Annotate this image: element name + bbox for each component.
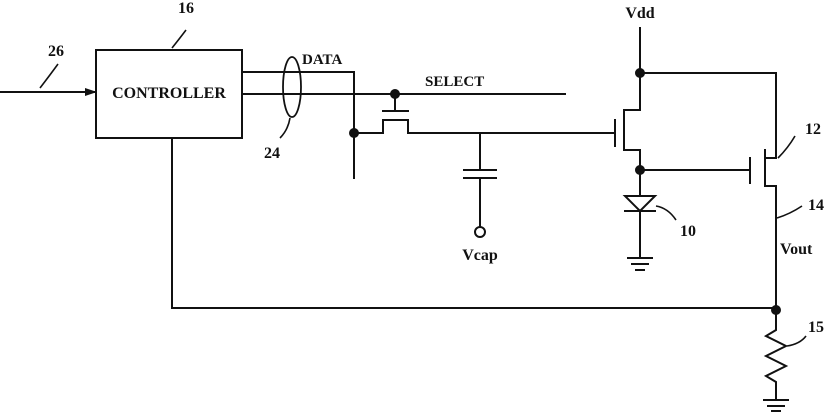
- data-line: [242, 72, 354, 178]
- leader-line-26: [40, 64, 58, 88]
- select-junction: [390, 89, 400, 99]
- leader-line-24: [280, 118, 290, 138]
- leader-line-16: [172, 30, 186, 48]
- leader-line-12: [778, 136, 795, 158]
- bus-bundle-ellipse: [283, 57, 301, 117]
- ground-icon-resistor: [764, 400, 788, 411]
- select-transistor-channel: [354, 120, 615, 133]
- ref-15: 15: [808, 319, 824, 336]
- vcap-label: Vcap: [462, 247, 498, 264]
- data-label: DATA: [302, 52, 342, 68]
- leader-line-15: [787, 336, 806, 346]
- ref-24: 24: [264, 145, 280, 162]
- leader-line-10: [656, 206, 676, 220]
- ref-26: 26: [48, 43, 64, 60]
- controller-label: CONTROLLER: [112, 85, 226, 102]
- vdd-to-sense-line: [640, 73, 776, 158]
- data-junction: [349, 128, 359, 138]
- leader-line-14: [777, 206, 802, 218]
- sense-transistor-channel: [765, 150, 776, 310]
- ref-14: 14: [808, 197, 824, 214]
- drive-transistor-channel: [624, 73, 640, 170]
- ground-icon-led: [628, 258, 652, 270]
- resistor-symbol: [766, 310, 786, 400]
- vcap-terminal: [475, 227, 485, 237]
- ref-16: 16: [178, 0, 194, 17]
- select-label: SELECT: [425, 74, 484, 90]
- led-symbol: [625, 196, 655, 211]
- vdd-label: Vdd: [625, 5, 654, 22]
- ref-12: 12: [805, 121, 821, 138]
- ref-10: 10: [680, 223, 696, 240]
- vout-label: Vout: [780, 241, 813, 258]
